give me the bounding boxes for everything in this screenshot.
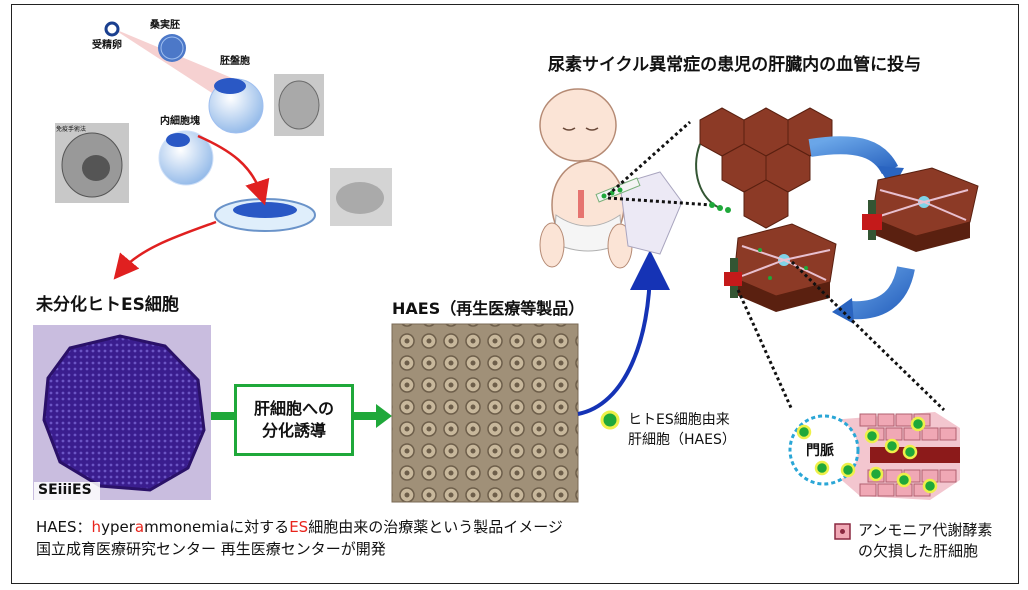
legend-green: ヒトES細胞由来 肝細胞（HAES） xyxy=(628,410,736,450)
figure-frame xyxy=(11,4,1019,584)
legend-pink-line1: アンモニア代謝酵素 xyxy=(858,521,993,539)
seiies-logo-bg xyxy=(34,482,100,500)
green-arrow-head xyxy=(376,404,392,428)
lobule-3d-top xyxy=(862,167,979,252)
caption-line2: 国立成育医療研究センター 再生医療センターが開発 xyxy=(36,540,386,558)
liver-lobule-cluster xyxy=(695,107,833,229)
baby-head xyxy=(539,88,617,162)
green-cell-legend-icon xyxy=(600,410,620,430)
haes-photo xyxy=(391,323,579,503)
curved-arrow-right xyxy=(808,136,899,175)
label-morula: 桑実胚 xyxy=(150,20,180,31)
caption-mid: に対する xyxy=(229,518,290,536)
red-arrow-icm xyxy=(197,134,270,206)
lobule-3d-left xyxy=(724,223,837,312)
legend-pink-line2: の欠損した肝細胞 xyxy=(858,542,979,560)
legend-green-line2: 肝細胞（HAES） xyxy=(628,432,736,448)
caption-line1: HAES：hyperammonemiaに対するES細胞由来の治療薬という製品イメ… xyxy=(36,516,563,537)
caption-h: h xyxy=(91,518,102,536)
curved-arrow-left xyxy=(849,265,915,320)
label-blastocyst: 胚盤胞 xyxy=(220,56,250,67)
haes-title: HAES（再生医療等製品） xyxy=(392,299,585,318)
label-inner-cell-mass: 内細胞塊 xyxy=(160,116,200,127)
hepatocyte-induction-box: 肝細胞への 分化誘導 xyxy=(234,384,354,456)
label-immunosurgery: 免疫手術法 xyxy=(56,126,87,133)
portal-vein-zoom xyxy=(788,412,960,500)
fertilized-egg-icon xyxy=(104,21,120,37)
caption-tail: 細胞由来の治療薬という製品イメージ xyxy=(308,518,563,536)
caption-a: a xyxy=(134,518,145,536)
red-arrow-dish xyxy=(113,220,217,280)
caption-mmonemia: mmonemia xyxy=(144,518,230,536)
label-fertilized-egg: 受精卵 xyxy=(92,40,122,51)
induction-line2: 分化誘導 xyxy=(261,421,326,440)
beam-triangle xyxy=(112,28,232,106)
undifferentiated-es-title: 未分化ヒトES細胞 xyxy=(36,295,179,315)
caption-prefix: HAES： xyxy=(36,518,92,536)
blue-arrow xyxy=(577,250,670,416)
morula-icon xyxy=(158,34,186,62)
legend-green-line1: ヒトES細胞由来 xyxy=(628,412,730,428)
main-title: 尿素サイクル異常症の患児の肝臓内の血管に投与 xyxy=(548,55,922,75)
induction-line1: 肝細胞への xyxy=(253,399,334,418)
portal-vein-label: 門脈 xyxy=(806,443,834,459)
legend-pink: アンモニア代謝酵素 の欠損した肝細胞 xyxy=(858,520,992,562)
glove xyxy=(619,171,683,255)
caption-yper: yper xyxy=(101,518,135,536)
seiies-logo: SEiiiES xyxy=(38,482,92,498)
caption-es: ES xyxy=(289,518,309,536)
